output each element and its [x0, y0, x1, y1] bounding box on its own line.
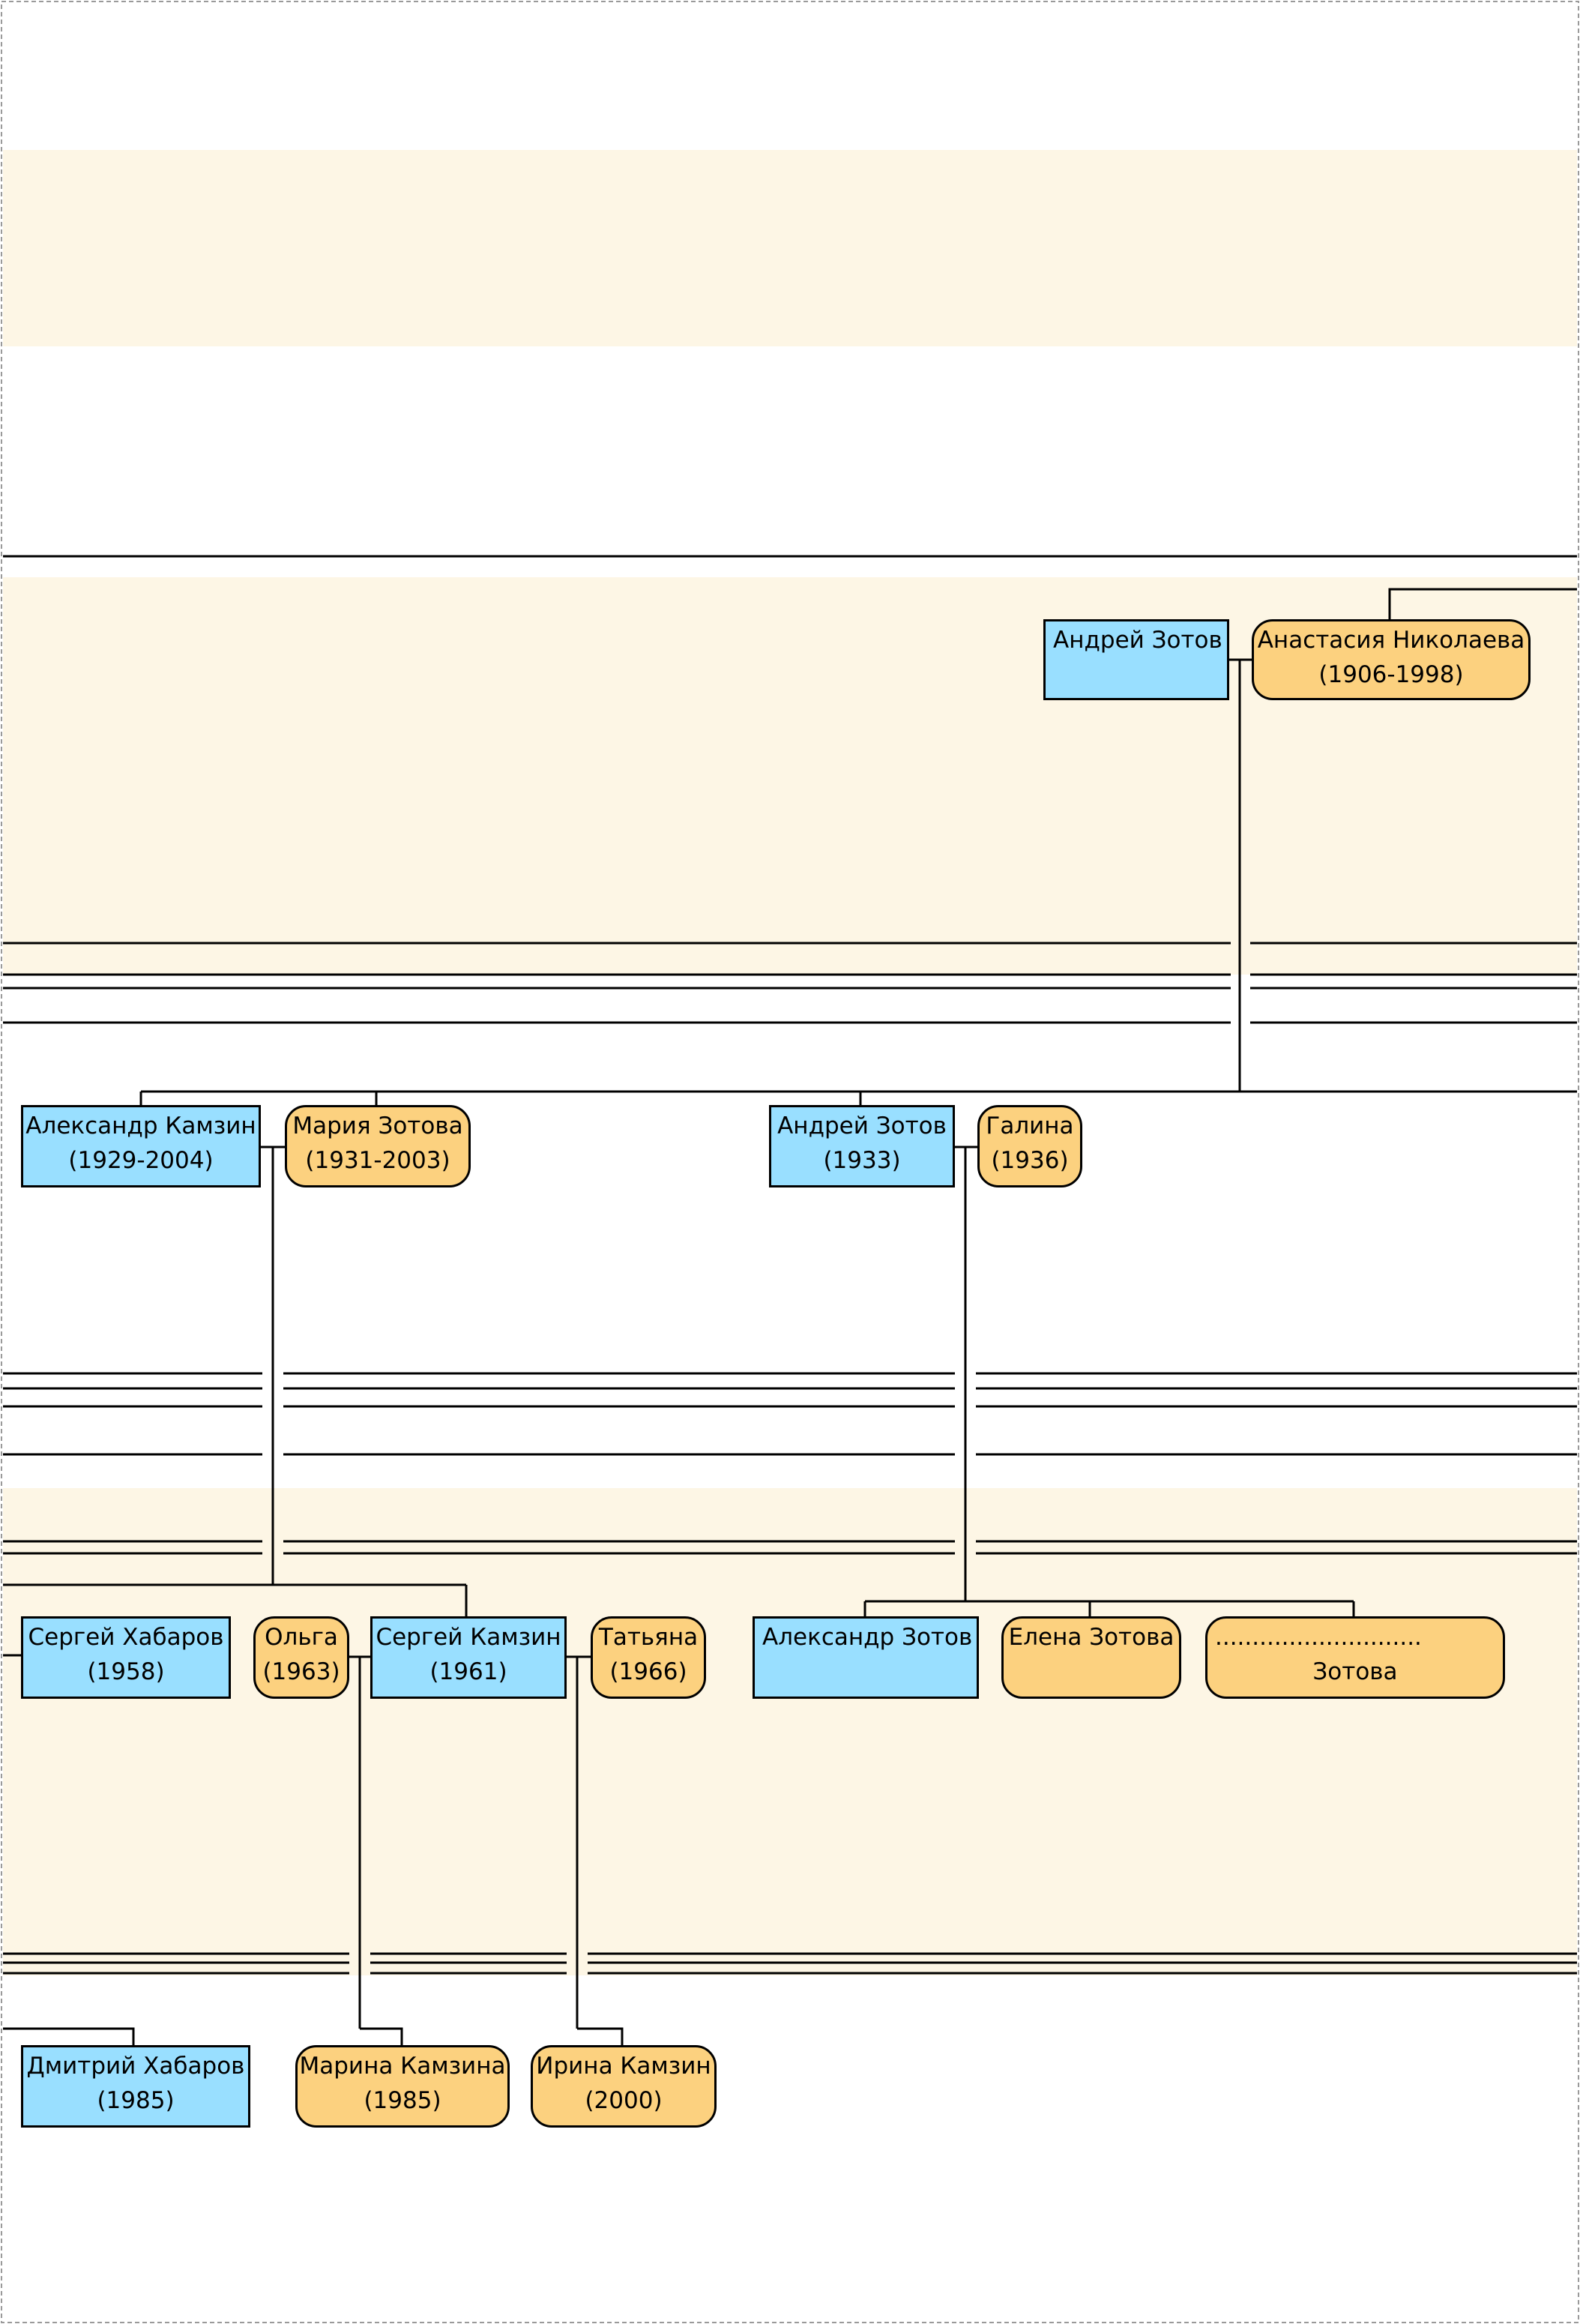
person-anastasia-nikolaeva[interactable]: Анастасия Николаева (1906-1998): [1252, 619, 1531, 700]
person-marina-kamzina[interactable]: Марина Камзина (1985): [295, 2045, 510, 2128]
person-years: (1929-2004): [68, 1147, 214, 1174]
person-aleksandr-zotov[interactable]: Александр Зотов: [753, 1616, 979, 1699]
person-name: Марина Камзина: [299, 2053, 506, 2080]
person-name: Сергей Камзин: [376, 1624, 561, 1651]
person-name: Ирина Камзин: [536, 2053, 711, 2080]
person-name: Андрей Зотов: [1053, 627, 1222, 654]
person-andrey-zotov-jr[interactable]: Андрей Зотов (1933): [769, 1105, 955, 1187]
person-sergey-kamzin[interactable]: Сергей Камзин (1961): [370, 1616, 567, 1699]
generation-band: [3, 1488, 1577, 1975]
person-name: Дмитрий Хабаров: [26, 2053, 245, 2080]
person-name: Елена Зотова: [1008, 1624, 1175, 1651]
person-years: (1906-1998): [1318, 661, 1464, 688]
person-unknown-zotova[interactable]: ............................ Зотова: [1205, 1616, 1505, 1699]
person-elena-zotova[interactable]: Елена Зотова: [1001, 1616, 1181, 1699]
person-name: Анастасия Николаева: [1257, 627, 1525, 654]
person-name: ............................: [1215, 1624, 1422, 1651]
person-years: (1963): [262, 1658, 340, 1685]
person-years: (1933): [823, 1147, 901, 1174]
person-dmitry-khabarov[interactable]: Дмитрий Хабаров (1985): [21, 2045, 250, 2128]
person-name: Ольга: [265, 1624, 338, 1651]
person-name: Галина: [986, 1113, 1074, 1140]
person-tatyana[interactable]: Татьяна (1966): [591, 1616, 706, 1699]
person-aleksandr-kamzin[interactable]: Александр Камзин (1929-2004): [21, 1105, 261, 1187]
person-sergey-khabarov[interactable]: Сергей Хабаров (1958): [21, 1616, 231, 1699]
person-name: Мария Зотова: [292, 1113, 463, 1140]
person-years: (1985): [364, 2087, 441, 2114]
person-andrey-zotov-sr[interactable]: Андрей Зотов: [1043, 619, 1229, 700]
person-years: (1958): [87, 1658, 165, 1685]
person-name: Александр Зотов: [762, 1624, 973, 1651]
person-maria-zotova[interactable]: Мария Зотова (1931-2003): [285, 1105, 471, 1187]
person-years: (1966): [609, 1658, 687, 1685]
person-years: (1985): [97, 2087, 175, 2114]
person-years: (1961): [429, 1658, 507, 1685]
person-name: Александр Камзин: [25, 1113, 256, 1140]
person-years: (1931-2003): [305, 1147, 450, 1174]
person-name: Андрей Зотов: [777, 1113, 947, 1140]
person-irina-kamzin[interactable]: Ирина Камзин (2000): [531, 2045, 717, 2128]
person-years: (1936): [991, 1147, 1069, 1174]
generation-band: [3, 150, 1577, 346]
person-galina[interactable]: Галина (1936): [977, 1105, 1082, 1187]
person-name: Татьяна: [598, 1624, 699, 1651]
person-olga[interactable]: Ольга (1963): [253, 1616, 349, 1699]
person-years: (2000): [585, 2087, 663, 2114]
person-years: Зотова: [1312, 1658, 1398, 1685]
person-name: Сергей Хабаров: [28, 1624, 224, 1651]
